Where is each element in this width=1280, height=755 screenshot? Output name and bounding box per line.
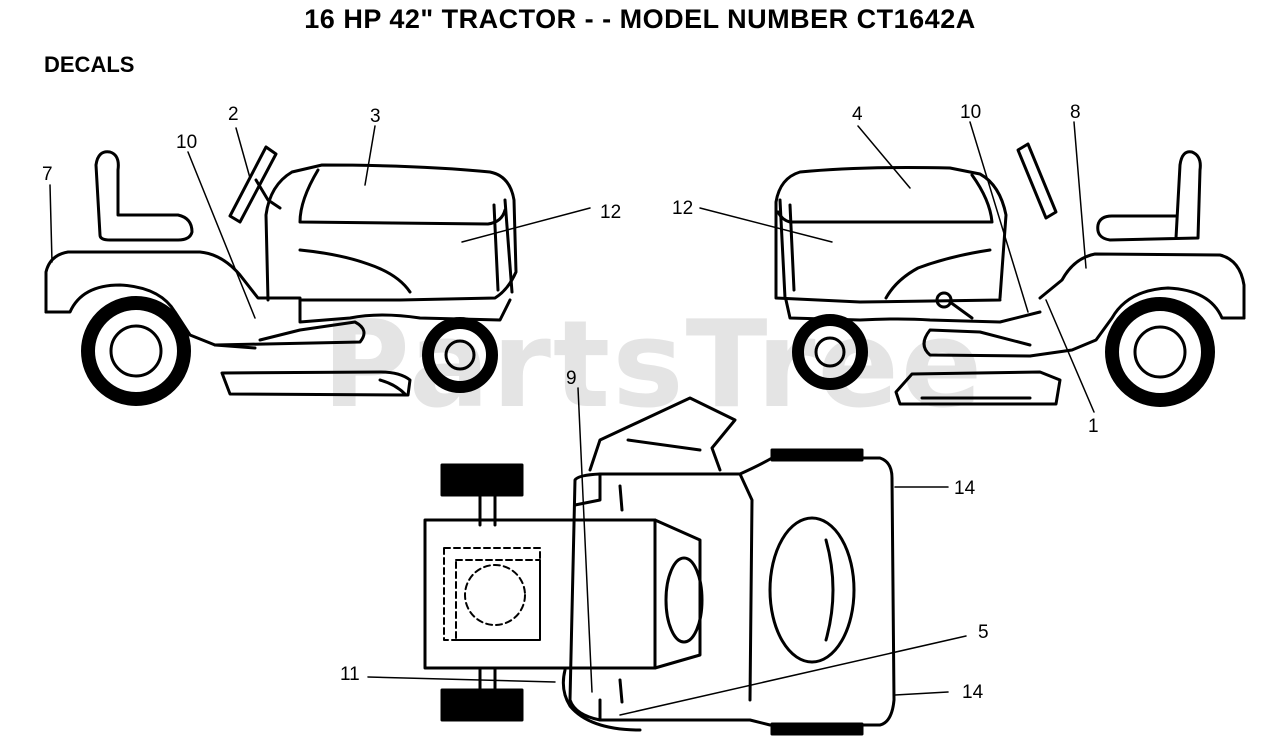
rear-fender-right: [1038, 252, 1246, 320]
callout-14-bottom: 14: [962, 682, 984, 703]
steering-wheel-left: [228, 145, 278, 224]
fuel-cap-right: [935, 291, 953, 309]
page-title: 16 HP 42" TRACTOR - - MODEL NUMBER CT164…: [304, 4, 976, 34]
rear-fender-left: [44, 250, 302, 314]
tractor-left-side-view: [44, 145, 518, 406]
callout-10-right: 10: [960, 102, 981, 123]
hood-left: [264, 163, 518, 302]
callout-3: 3: [370, 106, 381, 127]
tractor-top-view: [423, 396, 896, 736]
decal-square-inner: [455, 559, 541, 641]
seat-left: [94, 150, 194, 242]
decal-circle: [464, 564, 526, 626]
rear-wheel-left: [81, 296, 191, 406]
callout-12-right: 12: [672, 198, 693, 219]
decal-square-outer: [443, 547, 541, 641]
callout-7: 7: [42, 164, 53, 185]
callout-5: 5: [978, 622, 989, 643]
callout-9: 9: [566, 368, 577, 389]
callout-8: 8: [1070, 102, 1081, 123]
steering-wheel-right: [1016, 142, 1058, 220]
seat-right: [1096, 150, 1202, 242]
seat-back-top: [588, 396, 737, 472]
callout-12-left: 12: [600, 202, 621, 223]
rear-body-top: [568, 456, 896, 727]
hood-top: [423, 518, 702, 670]
leader-lines: [49, 121, 1095, 716]
rear-tire-bottom: [770, 722, 864, 736]
front-wheel-right: [792, 314, 868, 390]
front-wheel-left: [422, 317, 498, 393]
hood-right: [774, 166, 1008, 304]
callout-4: 4: [852, 104, 863, 125]
callout-14-top: 14: [954, 478, 976, 499]
seat-top: [768, 516, 856, 664]
tractor-right-side-view: [774, 142, 1246, 407]
mower-deck-left: [220, 370, 412, 397]
section-label: DECALS: [44, 52, 135, 77]
front-tire-bottom-left: [440, 688, 524, 722]
callout-2: 2: [228, 104, 239, 125]
callout-10-left: 10: [176, 132, 197, 153]
callout-1: 1: [1088, 416, 1099, 437]
rear-wheel-right: [1105, 297, 1215, 407]
callout-11: 11: [340, 664, 360, 685]
rear-tire-top: [770, 448, 864, 462]
mower-deck-right: [894, 370, 1062, 406]
front-tire-top-left: [440, 463, 524, 497]
